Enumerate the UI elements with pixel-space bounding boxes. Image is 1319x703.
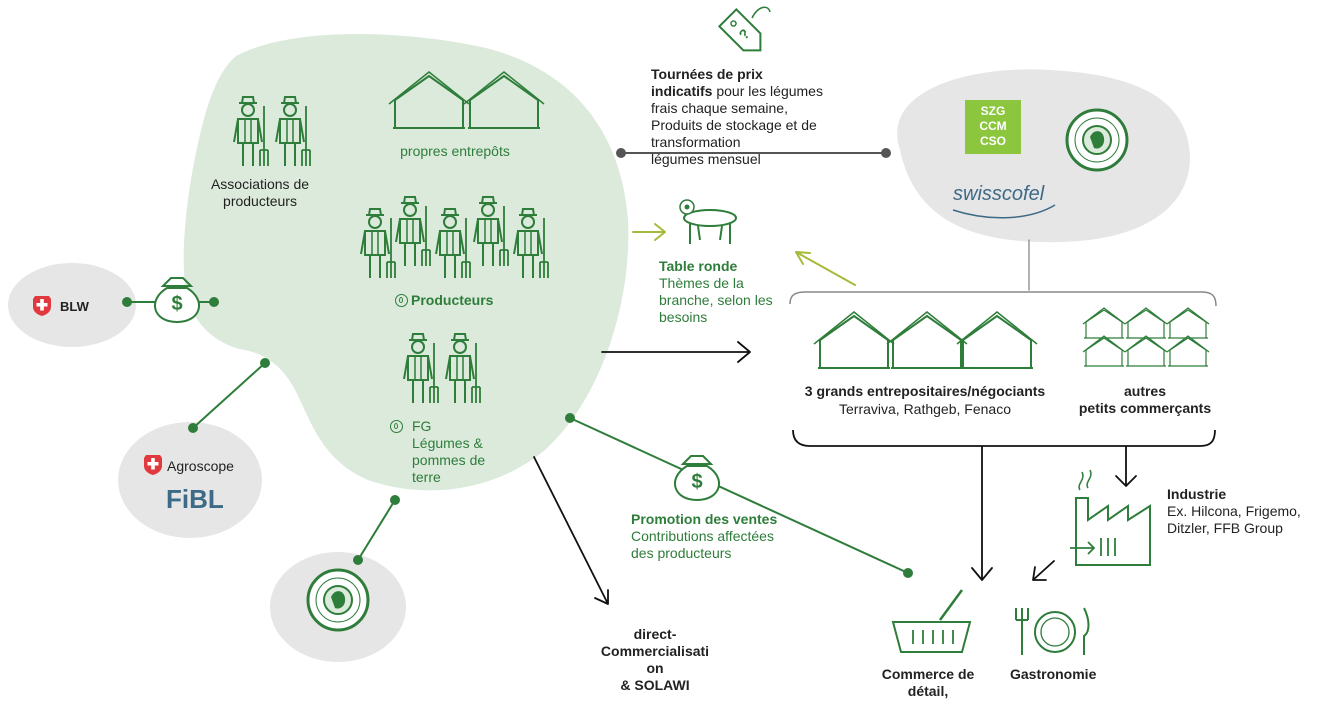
associations-label: Associations de producteurs	[210, 176, 310, 209]
producers-label: Producteurs	[395, 292, 493, 309]
round-table-icon	[679, 199, 737, 244]
szg-logo-text: SZG CCM CSO	[979, 104, 1007, 148]
legumes-suisses-logo	[1065, 108, 1129, 172]
blw-bubble	[8, 263, 136, 347]
szg-logo	[965, 100, 1021, 154]
factory-icon	[1070, 469, 1151, 566]
big-warehouses-icon	[813, 311, 1038, 369]
swiss-cross-icon	[144, 455, 162, 475]
gastronomy-label: Gastronomie	[1010, 666, 1097, 682]
plate-icon	[1015, 607, 1090, 655]
small-traders-icon	[1082, 307, 1210, 367]
big-wholesalers-names: Terraviva, Rathgeb, Fenaco	[839, 401, 1011, 417]
basket-icon	[891, 589, 972, 653]
promotion-title: Promotion des ventes	[631, 511, 778, 527]
price-rounds-text: Tournées de prix indicatifs pour les lég…	[651, 66, 823, 167]
small-traders-title: autres petits commerçants	[1078, 383, 1212, 416]
industry-text: Ex. Hilcona, Frigemo, Ditzler, FFB Group	[1167, 503, 1301, 536]
round-table-text: Thèmes de la branche, selon les besoins	[659, 275, 773, 325]
svg-text:$: $	[691, 471, 702, 493]
big-wholesalers-title: 3 grands entrepositaires/négociants	[804, 383, 1046, 399]
promotion-text: Contributions affectées des producteurs	[631, 528, 774, 561]
fibl-label: FiBL	[166, 484, 224, 514]
orgs-bubble	[897, 69, 1190, 243]
wholesalers-bracket-top	[789, 291, 1217, 307]
connector-dots	[122, 148, 913, 578]
money-bag-icon: $	[153, 277, 201, 323]
price-tag-icon: ?	[717, 7, 762, 52]
legumes-suisses-logo	[306, 568, 370, 632]
swiss-cross-icon	[33, 296, 51, 316]
wholesalers-bracket-bottom	[792, 429, 1216, 447]
fg-label: FG Légumes & pommes de terre	[390, 418, 485, 486]
direct-sales-label: direct- Commercialisati on & SOLAWI	[600, 626, 710, 693]
research-bubble	[118, 422, 262, 538]
svg-text:$: $	[171, 293, 182, 315]
flow-arrows	[533, 223, 1137, 605]
swisscofel-logo-text: swisscofel	[953, 183, 1045, 205]
warehouses-label: propres entrepôts	[400, 143, 510, 159]
industry-title: Industrie	[1167, 486, 1227, 502]
drop-icon	[390, 420, 403, 433]
round-table-title: Table ronde	[659, 258, 738, 274]
blw-label: BLW	[60, 299, 89, 314]
drop-icon	[395, 294, 408, 307]
swisscofel-swoosh	[952, 204, 1056, 219]
connector-lines	[126, 152, 1030, 574]
tag-string	[751, 6, 771, 19]
money-bag-icon: $	[673, 455, 721, 501]
retail-label: Commerce de détail,	[881, 666, 975, 699]
agroscope-label: Agroscope	[167, 458, 234, 474]
